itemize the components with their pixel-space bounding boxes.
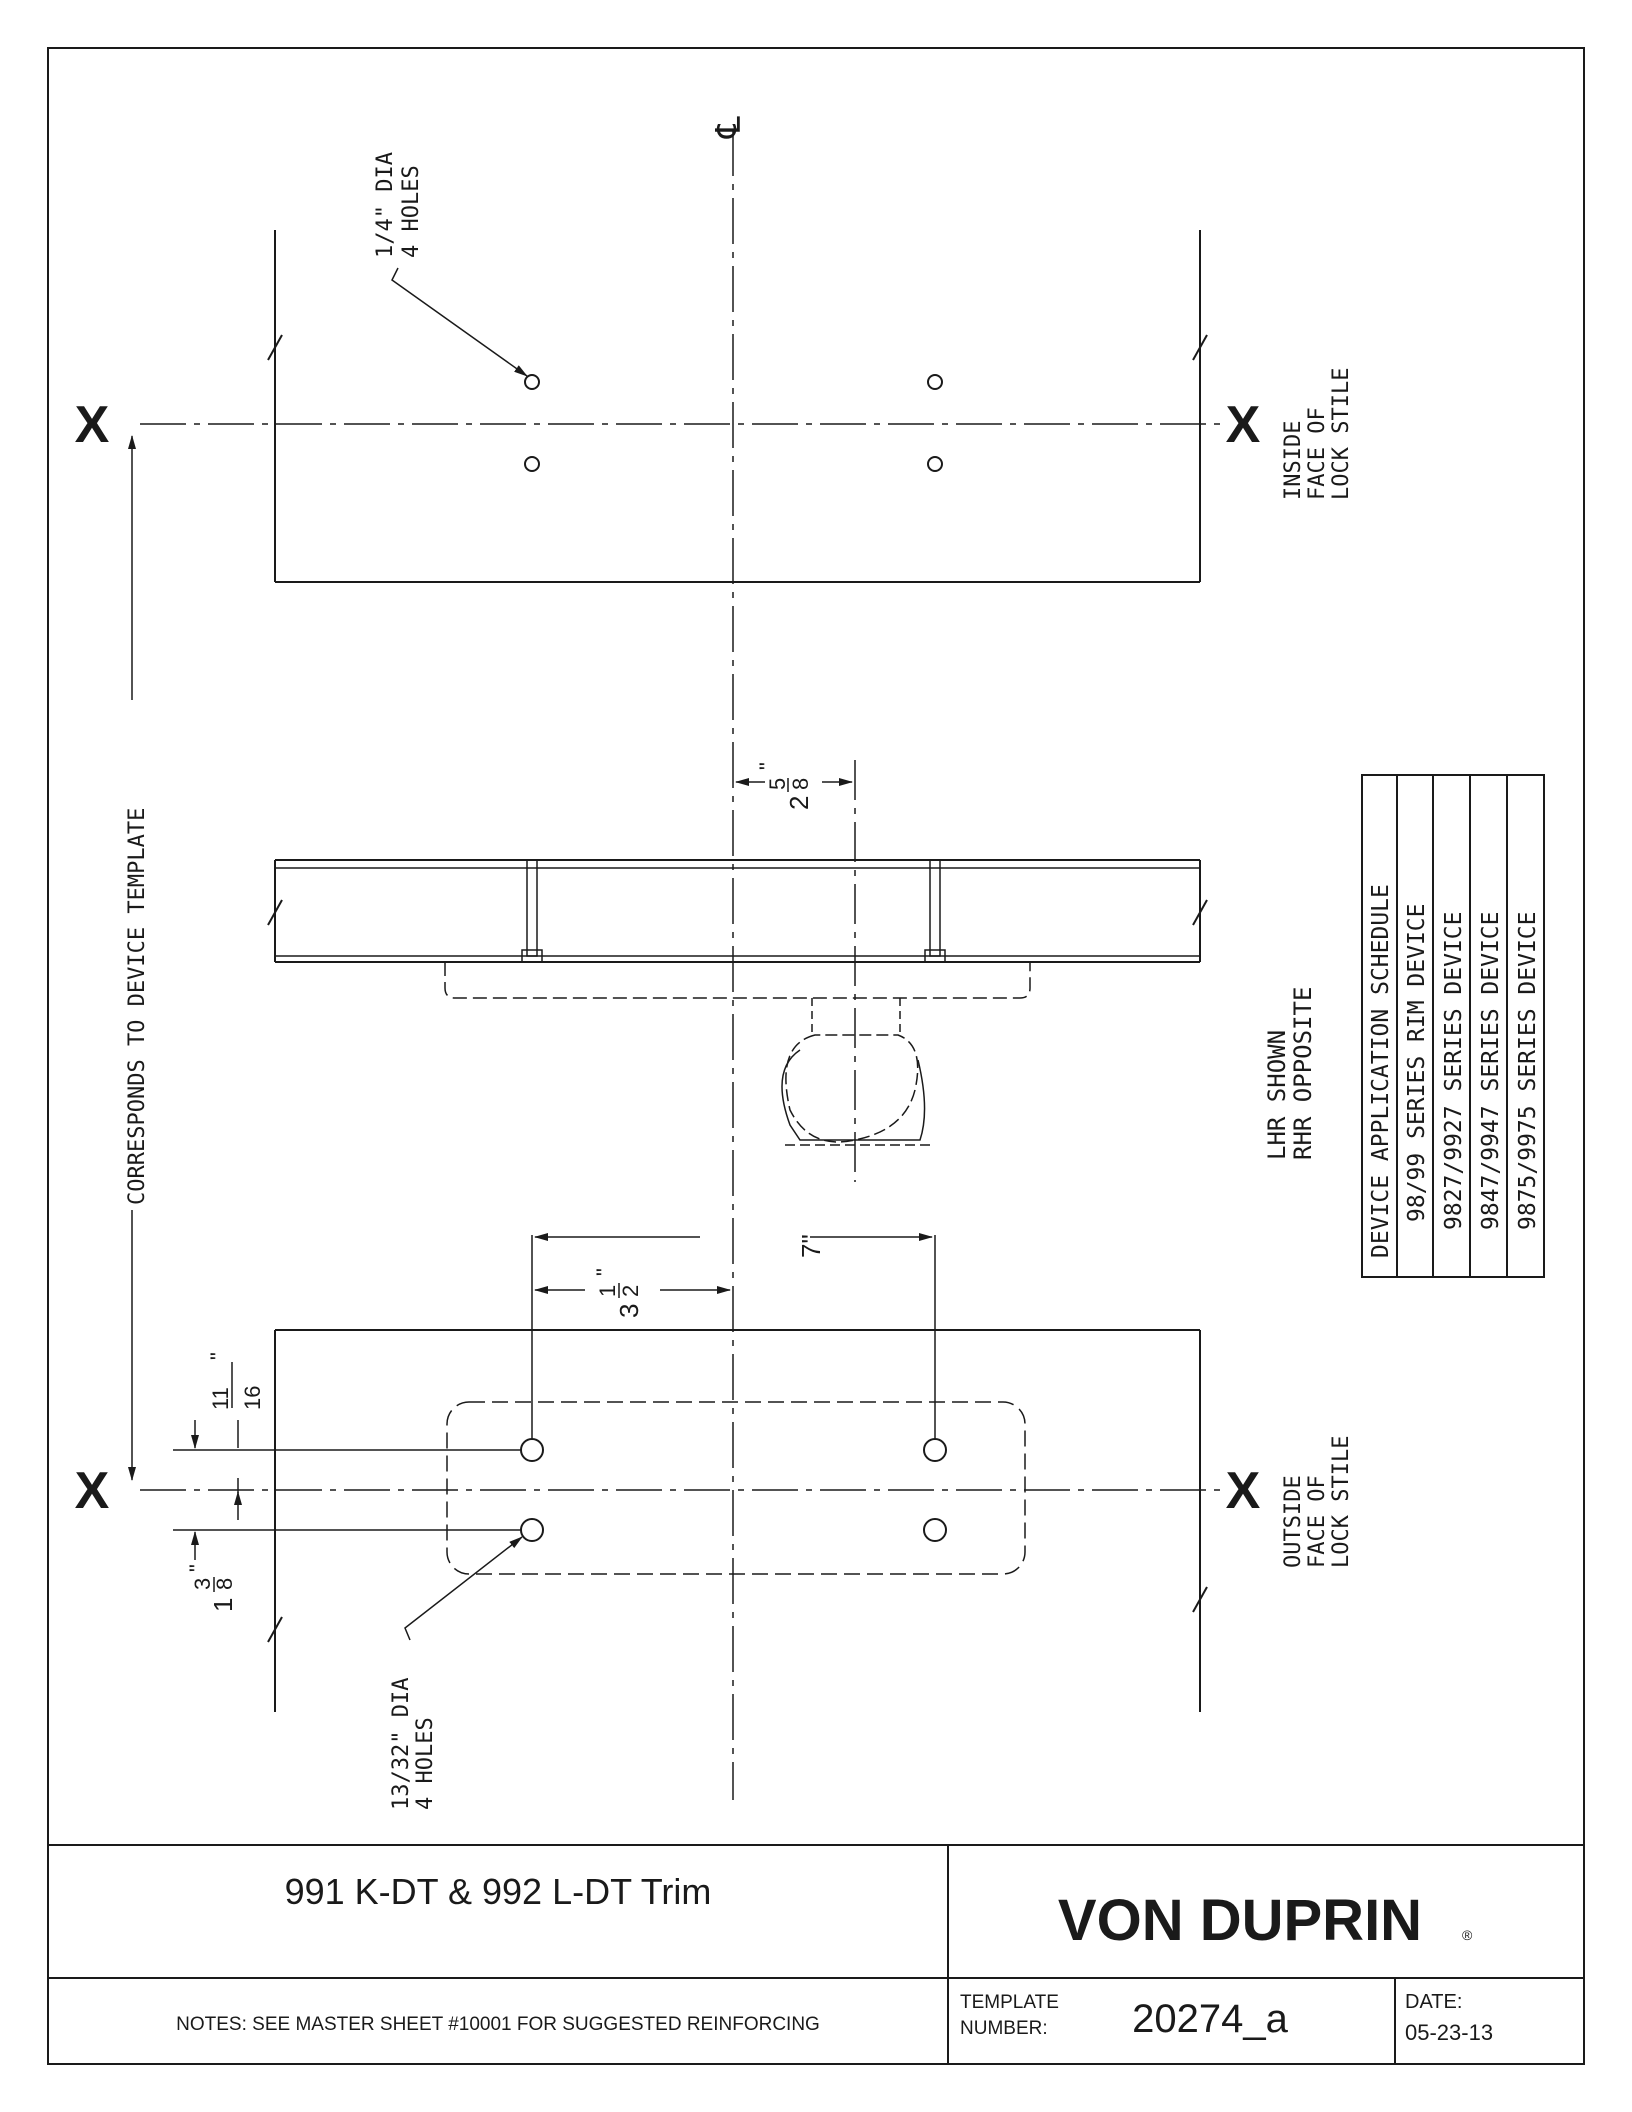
device-application-schedule (1361, 774, 1545, 1278)
offset-dim-num: 5 (765, 778, 790, 790)
template-number: 20274_a (1132, 1997, 1288, 2041)
upper-dim-den: 16 (240, 1386, 265, 1410)
mounting-hole (923, 1438, 947, 1462)
schedule-row: 9875/9975 SERIES DEVICE (1515, 912, 1541, 1231)
inside-face-line1: INSIDE (1281, 421, 1306, 500)
offset-dim-den: 8 (788, 778, 813, 790)
break-mark (1192, 1586, 1208, 1613)
break-mark (1192, 899, 1208, 926)
bottom-hole-note-line2: 4 HOLES (413, 1717, 438, 1810)
lower-dim-num: 3 (190, 1578, 215, 1590)
mounting-hole (524, 456, 540, 472)
template-label-line2: NUMBER: (960, 2018, 1048, 2039)
half-dim-whole: 3 (614, 1304, 644, 1318)
break-mark (267, 1616, 283, 1643)
date-label: DATE: (1405, 1991, 1462, 2013)
outside-face-line1: OUTSIDE (1281, 1475, 1306, 1568)
schedule-row: 9847/9947 SERIES DEVICE (1478, 912, 1504, 1231)
mounting-hole (927, 456, 943, 472)
lower-dim-inch: " (185, 1564, 210, 1572)
hole-leader (391, 267, 528, 377)
x-mark: X (1226, 1462, 1261, 1520)
mounting-hole (927, 374, 943, 390)
sheet-border (47, 47, 1585, 2065)
inside-face-line3: LOCK STILE (1329, 368, 1354, 500)
notes-text: NOTES: SEE MASTER SHEET #10001 FOR SUGGE… (176, 2014, 820, 2035)
handing-line2: RHR OPPOSITE (1289, 987, 1317, 1160)
break-mark (267, 334, 283, 361)
lower-dim-den: 8 (212, 1578, 237, 1590)
schedule-row: 9827/9927 SERIES DEVICE (1441, 912, 1467, 1231)
half-dim-num: 1 (595, 1285, 620, 1297)
schedule-row: 98/99 SERIES RIM DEVICE (1404, 904, 1430, 1223)
x-mark: X (75, 1462, 110, 1520)
registered-mark: ® (1462, 1927, 1473, 1943)
inside-panel (140, 230, 1220, 583)
x-mark: X (1226, 396, 1261, 454)
top-hole-note-line1: 1/4" DIA (373, 152, 398, 258)
lower-dim-whole: 1 (208, 1598, 238, 1612)
mounting-hole (923, 1518, 947, 1542)
spacing-7-label: 7" (796, 1234, 826, 1258)
mounting-hole (524, 374, 540, 390)
hole-leader (404, 1536, 523, 1641)
half-dim-inch: " (592, 1268, 617, 1276)
offset-dim-whole: 2 (784, 796, 814, 810)
outside-panel (140, 1235, 1220, 1712)
handing-line1: LHR SHOWN (1263, 1030, 1291, 1160)
bottom-hole-note-line1: 13/32" DIA (389, 1678, 414, 1810)
mounting-hole (520, 1518, 544, 1542)
upper-dim-num: 11 (208, 1387, 233, 1410)
drawing-title: 991 K-DT & 992 L-DT Trim (285, 1871, 712, 1912)
template-label-line1: TEMPLATE (960, 1992, 1059, 2013)
break-mark (267, 899, 283, 926)
break-mark (1192, 334, 1208, 361)
outside-face-line2: FACE OF (1305, 1475, 1330, 1568)
half-dim-den: 2 (618, 1285, 643, 1297)
inside-face-line2: FACE OF (1305, 407, 1330, 500)
date-value: 05-23-13 (1405, 2020, 1493, 2045)
mounting-hole (520, 1438, 544, 1462)
offset-dim-inch: " (755, 762, 780, 770)
centerline-symbol: ℄ (709, 116, 749, 139)
top-hole-note-line2: 4 HOLES (399, 165, 424, 258)
corresponds-label: CORRESPONDS TO DEVICE TEMPLATE (125, 808, 150, 1205)
upper-dim-inch: " (206, 1352, 231, 1360)
schedule-title: DEVICE APPLICATION SCHEDULE (1368, 884, 1394, 1258)
x-mark: X (75, 396, 110, 454)
outside-face-line3: LOCK STILE (1329, 1436, 1354, 1568)
brand-logo: VON DUPRIN (1058, 1888, 1422, 1953)
device-side-view (267, 859, 1208, 1146)
title-block (48, 1844, 1584, 2064)
